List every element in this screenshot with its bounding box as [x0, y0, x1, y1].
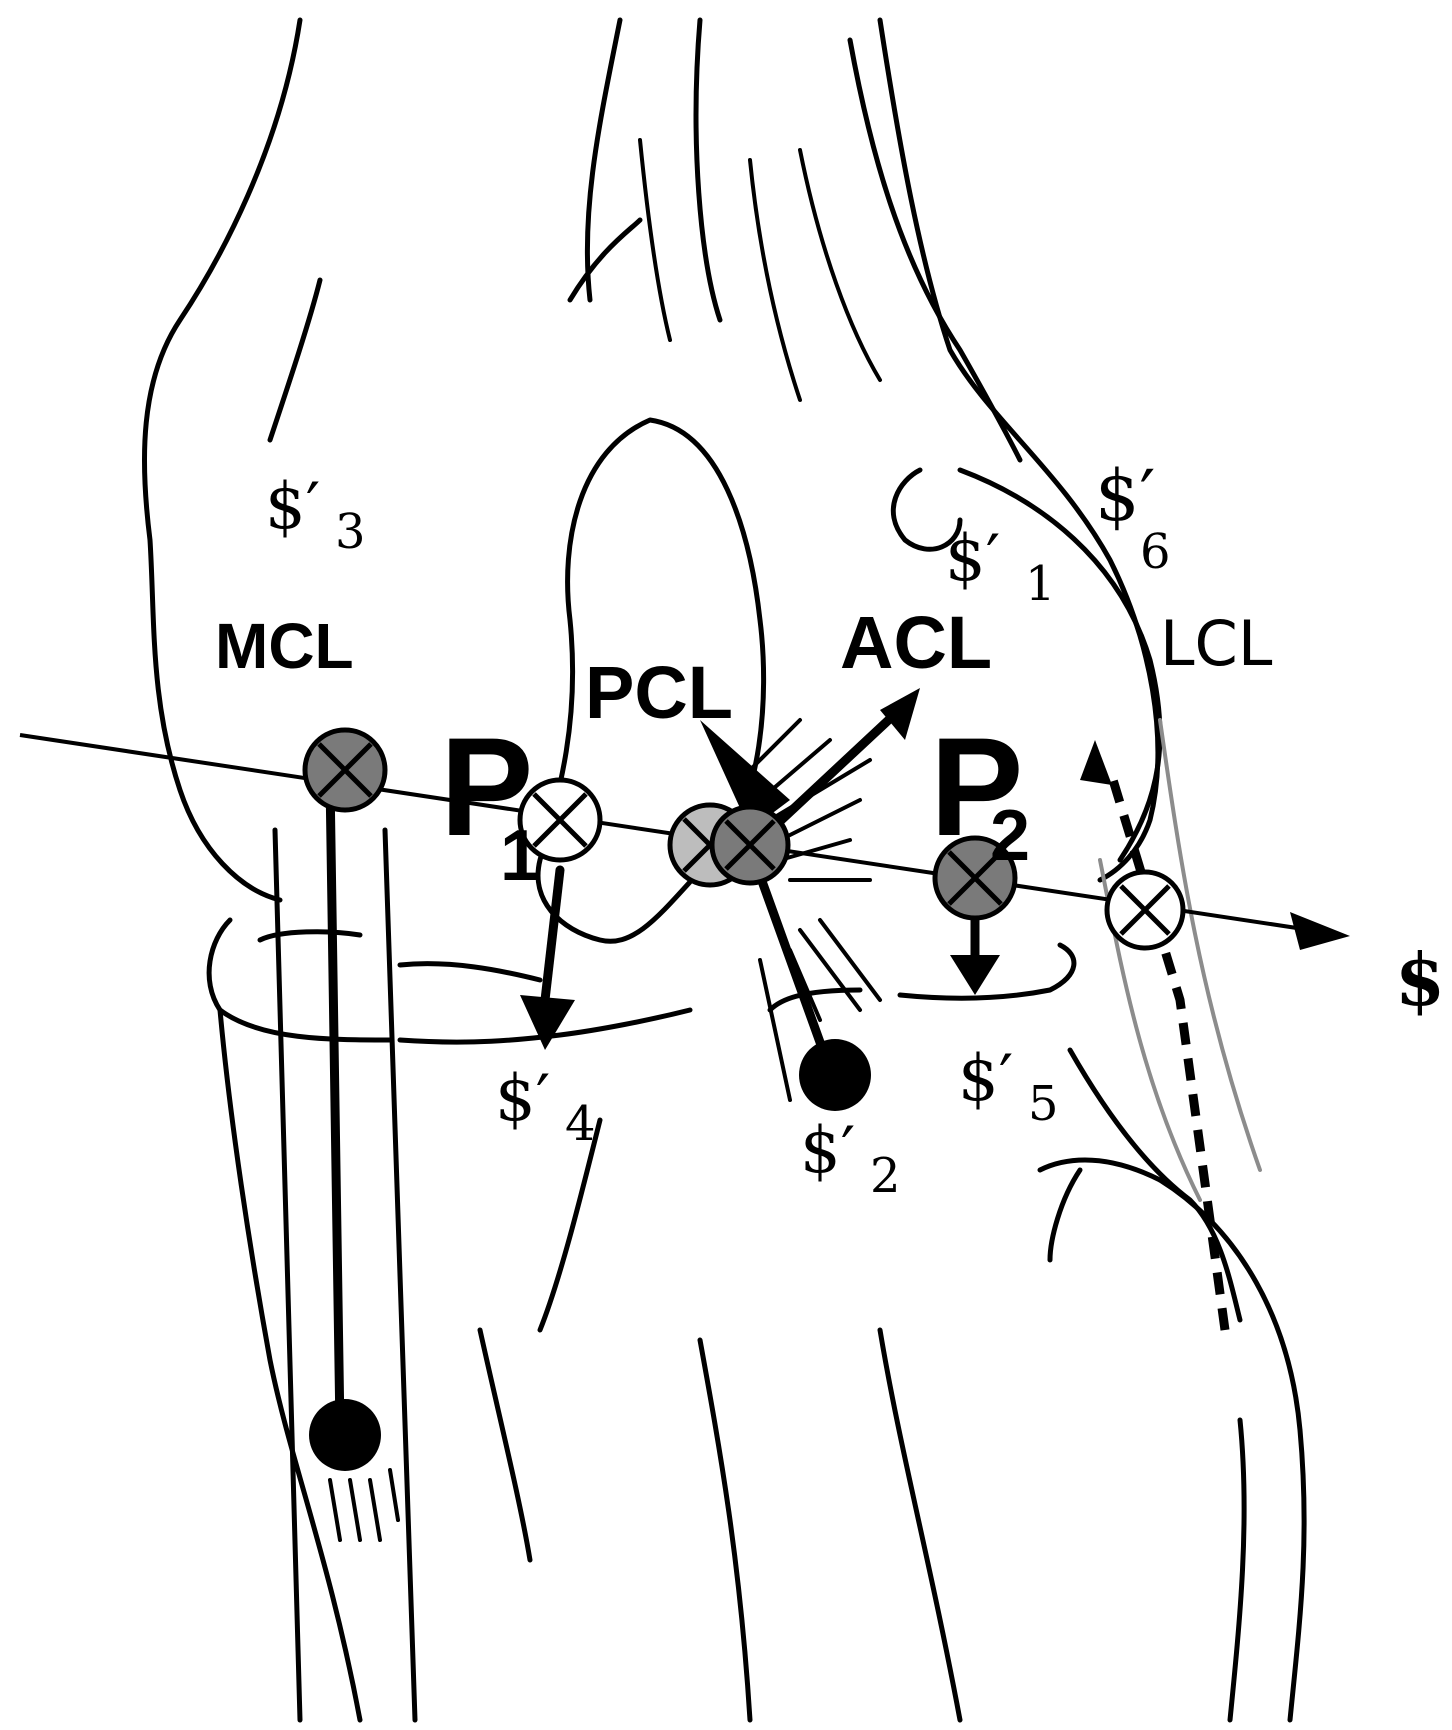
svg-text:1: 1 [1025, 556, 1056, 612]
label-mcl: MCL [215, 610, 354, 682]
label-s1: $′ 1 [945, 522, 1056, 612]
label-p1: P 1 [440, 708, 540, 896]
label-lcl: LCL [1160, 607, 1273, 680]
pcl-insertion-dot [799, 1039, 871, 1111]
svg-text:$′: $′ [800, 1114, 855, 1188]
label-pcl: PCL [585, 651, 733, 734]
label-s2: $′ 2 [800, 1114, 901, 1204]
marker-lcl [1104, 869, 1186, 951]
lcl-ligament [1080, 718, 1262, 1331]
femur-outline [141, 17, 1163, 944]
svg-text:$′: $′ [495, 1062, 550, 1136]
tibia-outline [206, 917, 1307, 1723]
label-s5: $′ 5 [958, 1042, 1059, 1132]
mcl-ligament [272, 775, 418, 1723]
label-s4: $′ 4 [495, 1062, 596, 1152]
svg-text:P: P [930, 708, 1023, 865]
label-s3: $′ 3 [265, 470, 366, 560]
svg-text:6: 6 [1140, 524, 1171, 580]
marker-p2 [932, 835, 1018, 921]
p2-force-arrow [950, 910, 1000, 995]
label-acl: ACL [840, 601, 992, 684]
svg-text:2: 2 [870, 1148, 901, 1204]
label-s6: $′ 6 [1095, 455, 1171, 580]
svg-text:$′: $′ [958, 1042, 1013, 1116]
marker-center-b [709, 804, 791, 886]
p1-force-arrow [520, 865, 575, 1050]
svg-text:P: P [440, 708, 533, 865]
marker-p1 [517, 777, 603, 863]
lcl-arrow-head [1080, 740, 1112, 785]
svg-text:3: 3 [335, 504, 366, 560]
svg-text:1: 1 [500, 816, 540, 896]
svg-text:5: 5 [1028, 1076, 1059, 1132]
acl-arrow-head [880, 688, 920, 740]
svg-text:2: 2 [990, 796, 1030, 876]
label-p2: P 2 [930, 708, 1030, 876]
label-axis-end: $ [1395, 937, 1445, 1022]
joint-axis [19, 733, 1350, 950]
marker-mcl [302, 727, 388, 813]
acl-ligament [738, 688, 920, 882]
pcl-ligament [700, 720, 882, 1111]
lcl-dashed-line [1105, 768, 1230, 1331]
svg-text:$′: $′ [945, 522, 1000, 596]
axis-arrow-head [1290, 912, 1350, 950]
svg-text:$′: $′ [265, 470, 320, 544]
svg-text:$′: $′ [1095, 455, 1155, 537]
svg-text:4: 4 [565, 1096, 596, 1152]
mcl-insertion-dot [309, 1399, 381, 1471]
